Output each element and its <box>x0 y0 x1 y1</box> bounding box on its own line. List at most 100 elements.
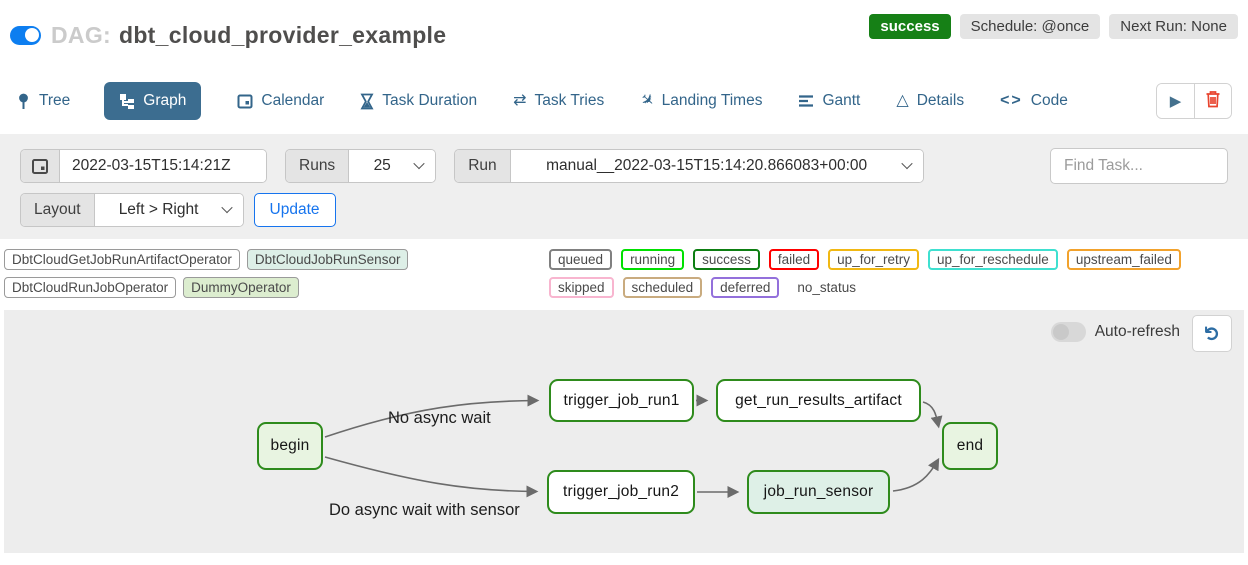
view-tabbar: Tree Graph Calendar Task Duration ⇄ Task… <box>0 76 1248 122</box>
dag-prefix-label: DAG: <box>51 21 111 48</box>
operator-badge: DbtCloudRunJobOperator <box>4 277 177 298</box>
task-node-trigger-job-run2[interactable]: trigger_job_run2 <box>547 470 695 514</box>
runs-value: 25 <box>373 157 391 174</box>
tab-graph[interactable]: Graph <box>104 82 202 120</box>
tab-label: Tree <box>39 92 71 109</box>
status-badge-upstream-failed: upstream_failed <box>1066 249 1181 270</box>
status-badge-skipped: skipped <box>549 277 614 298</box>
next-run-badge: Next Run: None <box>1109 14 1238 39</box>
tab-details[interactable]: △ Details <box>896 92 964 110</box>
tab-label: Task Duration <box>382 92 478 109</box>
operator-badge: DummyOperator <box>183 277 299 298</box>
edge-label-do-async-wait: Do async wait with sensor <box>329 501 520 519</box>
toggle-knob <box>1052 324 1069 340</box>
auto-refresh-control: Auto-refresh <box>1050 322 1180 342</box>
chevron-down-icon <box>900 157 913 169</box>
dag-action-buttons: ▶ <box>1156 83 1232 119</box>
edge-artifact-end <box>922 401 943 429</box>
status-badge-up-for-reschedule: up_for_reschedule <box>927 249 1058 270</box>
status-badge-running: running <box>621 249 685 270</box>
execution-date-group <box>20 149 267 183</box>
status-badge-up-for-retry: up_for_retry <box>828 249 919 270</box>
tab-tree[interactable]: Tree <box>16 92 70 110</box>
status-badge-queued: queued <box>549 249 613 270</box>
task-node-trigger-job-run1[interactable]: trigger_job_run1 <box>549 379 694 422</box>
hourglass-icon <box>360 93 374 110</box>
update-button[interactable]: Update <box>253 193 336 227</box>
layout-select[interactable]: Left > Right <box>94 194 243 226</box>
task-node-begin[interactable]: begin <box>257 422 323 470</box>
tab-calendar[interactable]: Calendar <box>237 92 324 110</box>
tab-label: Graph <box>143 92 187 109</box>
operator-badge: DbtCloudJobRunSensor <box>246 249 409 270</box>
layout-value: Left > Right <box>118 201 199 218</box>
chevron-down-icon <box>413 157 425 169</box>
filter-panel: Runs 25 Run manual__2022-03-15T15:14:20.… <box>0 134 1248 239</box>
code-icon: <> <box>1000 92 1023 109</box>
trigger-dag-button[interactable]: ▶ <box>1157 84 1194 118</box>
runs-label: Runs <box>286 150 350 182</box>
dag-graph-panel: Auto-refresh ↻ begin trigger_job_run1 ge… <box>4 310 1244 553</box>
dag-header: DAG: dbt_cloud_provider_example success … <box>0 0 1248 52</box>
operator-badge: DbtCloudGetJobRunArtifactOperator <box>4 249 240 270</box>
tab-task-tries[interactable]: ⇄ Task Tries <box>513 92 604 110</box>
status-legend: queued running success failed up_for_ret… <box>549 249 1244 298</box>
tab-gantt[interactable]: Gantt <box>798 92 860 110</box>
plane-landing-icon: ✈ <box>636 89 658 112</box>
layout-label: Layout <box>21 194 95 226</box>
find-task-input[interactable] <box>1050 148 1228 184</box>
tab-code[interactable]: <> Code <box>1000 92 1068 110</box>
edge-begin-trigger2 <box>324 456 539 498</box>
repeat-icon: ⇄ <box>513 92 527 109</box>
legend: DbtCloudGetJobRunArtifactOperator DbtClo… <box>0 239 1248 304</box>
run-label: Run <box>455 150 511 182</box>
status-badge[interactable]: success <box>869 14 951 39</box>
tab-label: Calendar <box>261 92 325 109</box>
graph-icon <box>119 93 135 109</box>
filter-row-2: Layout Left > Right Update <box>20 193 1228 227</box>
tab-task-duration[interactable]: Task Duration <box>360 92 477 110</box>
operator-legend: DbtCloudGetJobRunArtifactOperator DbtClo… <box>4 249 549 298</box>
run-select[interactable]: manual__2022-03-15T15:14:20.866083+00:00 <box>510 150 923 182</box>
calendar-addon[interactable] <box>21 150 60 182</box>
task-node-end[interactable]: end <box>942 422 998 470</box>
edge-sensor-end <box>892 457 940 492</box>
delete-dag-button[interactable] <box>1194 84 1231 118</box>
header-badges: success Schedule: @once Next Run: None <box>869 14 1238 39</box>
tab-label: Details <box>916 92 965 109</box>
trash-icon <box>1205 90 1221 113</box>
edge-begin-trigger1 <box>324 394 540 438</box>
runs-select[interactable]: 25 <box>349 150 436 182</box>
play-icon: ▶ <box>1169 93 1182 110</box>
refresh-button[interactable]: ↻ <box>1192 315 1232 352</box>
dag-title: dbt_cloud_provider_example <box>118 21 447 48</box>
tab-landing-times[interactable]: ✈ Landing Times <box>636 89 763 112</box>
tab-label: Landing Times <box>661 92 763 109</box>
status-badge-success: success <box>693 249 760 270</box>
run-group: Run manual__2022-03-15T15:14:20.866083+0… <box>454 149 924 183</box>
runs-group: Runs 25 <box>285 149 437 183</box>
tab-label: Code <box>1030 92 1068 109</box>
status-badge-deferred: deferred <box>711 277 780 298</box>
edge-label-no-async-wait: No async wait <box>388 409 491 427</box>
tab-label: Gantt <box>822 92 861 109</box>
gantt-icon <box>798 94 814 108</box>
execution-date-input[interactable] <box>60 150 266 182</box>
pin-icon <box>16 93 31 110</box>
layout-group: Layout Left > Right <box>20 193 244 227</box>
run-value: manual__2022-03-15T15:14:20.866083+00:00 <box>546 157 868 174</box>
toggle-knob <box>24 28 39 42</box>
chevron-down-icon <box>220 201 233 213</box>
auto-refresh-toggle[interactable] <box>1050 322 1086 342</box>
status-badge-scheduled: scheduled <box>622 277 703 298</box>
dag-edges <box>324 394 943 498</box>
schedule-badge[interactable]: Schedule: @once <box>959 14 1101 39</box>
dag-pause-toggle[interactable] <box>10 25 41 45</box>
tab-label: Task Tries <box>534 92 605 109</box>
status-badge-failed: failed <box>768 249 820 270</box>
task-node-get-run-results-artifact[interactable]: get_run_results_artifact <box>716 379 921 422</box>
task-node-job-run-sensor[interactable]: job_run_sensor <box>747 470 890 514</box>
auto-refresh-label: Auto-refresh <box>1094 323 1180 340</box>
calendar-icon <box>237 93 253 109</box>
